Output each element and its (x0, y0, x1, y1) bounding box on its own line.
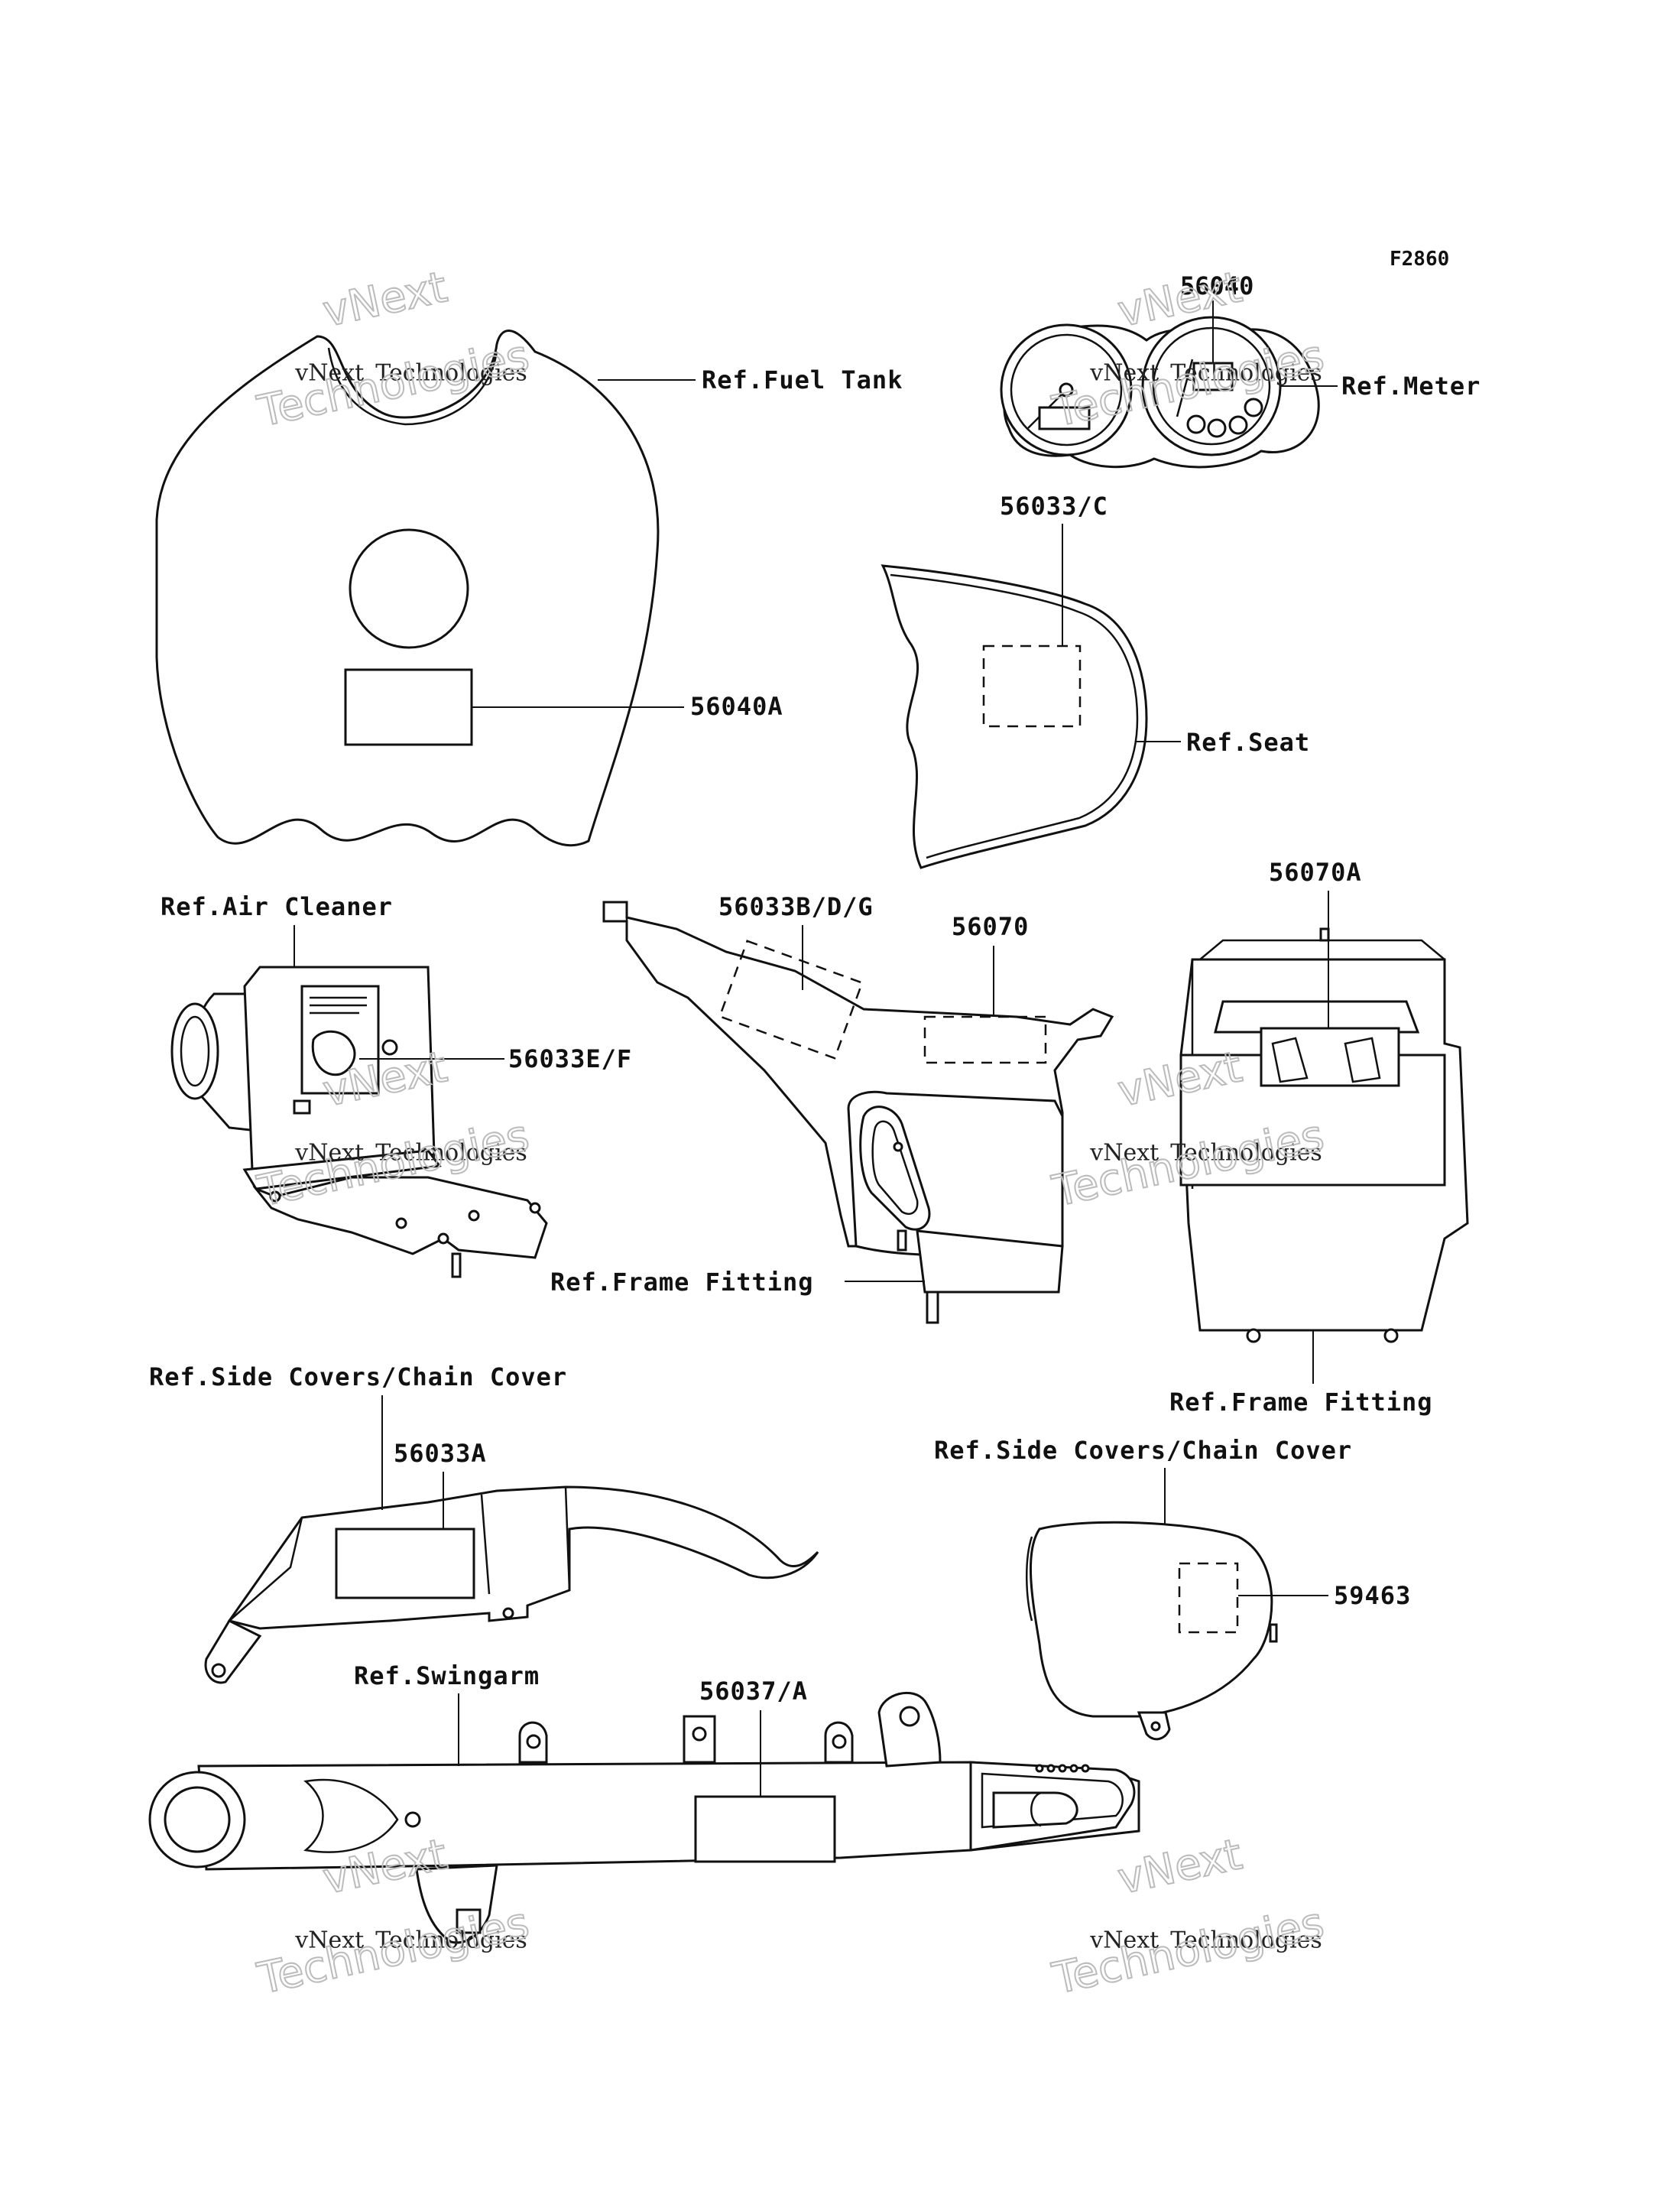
label-ref-swingarm: Ref.Swingarm (354, 1661, 540, 1690)
label-56033C: 56033/C (1000, 492, 1108, 521)
label-56037A: 56037/A (699, 1677, 808, 1706)
svg-text:vNext: vNext (1089, 1139, 1159, 1166)
fuel-tank-part (155, 330, 660, 847)
watermark-6: vNext vNext Technologies Technologies (1047, 1829, 1328, 2005)
label-56070: 56070 (952, 912, 1029, 941)
frame-fitting-center-part (602, 901, 1114, 1324)
label-56070A: 56070A (1269, 858, 1362, 887)
diagram-code: F2860 (1390, 248, 1449, 271)
svg-text:Technologies: Technologies (253, 1898, 533, 2005)
label-ref-fuel-tank: Ref.Fuel Tank (702, 365, 903, 394)
label-56033A: 56033A (394, 1439, 487, 1468)
svg-text:vNext: vNext (1089, 359, 1159, 386)
meter-part (1000, 316, 1320, 469)
svg-text:vNext: vNext (294, 1139, 364, 1166)
label-ref-frame-fitting-2: Ref.Frame Fitting (1169, 1388, 1433, 1417)
svg-text:vNext: vNext (1089, 1927, 1159, 1953)
chain-cover-part (204, 1485, 819, 1684)
svg-text:Technologies: Technologies (375, 1927, 527, 1953)
seat-part (881, 564, 1148, 869)
svg-text:Technologies: Technologies (375, 1139, 527, 1166)
label-ref-side-covers-2: Ref.Side Covers/Chain Cover (934, 1436, 1352, 1465)
label-56033EF: 56033E/F (508, 1044, 632, 1073)
svg-text:Technologies: Technologies (1048, 1898, 1328, 2005)
label-ref-meter: Ref.Meter (1341, 372, 1481, 401)
side-cover-right-part (1025, 1521, 1278, 1741)
label-59463: 59463 (1334, 1581, 1411, 1610)
label-56040: 56040 (1180, 271, 1254, 300)
svg-text:Technologies: Technologies (1170, 359, 1322, 386)
label-ref-seat: Ref.Seat (1186, 728, 1310, 757)
label-ref-frame-fitting-1: Ref.Frame Fitting (550, 1268, 814, 1297)
label-ref-side-covers-1: Ref.Side Covers/Chain Cover (149, 1362, 567, 1391)
air-cleaner-part (170, 966, 548, 1278)
svg-text:vNext: vNext (294, 1927, 364, 1953)
label-56033BDG: 56033B/D/G (718, 892, 874, 921)
label-56040A: 56040A (690, 692, 783, 721)
svg-text:vNext: vNext (1114, 1830, 1247, 1904)
svg-text:Technologies: Technologies (375, 359, 527, 386)
swingarm-part (148, 1691, 1140, 1944)
svg-text:Technologies: Technologies (1170, 1927, 1322, 1953)
svg-text:Technologies: Technologies (1170, 1139, 1322, 1166)
frame-fitting-right-part (1179, 927, 1469, 1343)
svg-text:vNext: vNext (319, 262, 452, 337)
svg-text:vNext: vNext (294, 359, 364, 386)
label-ref-air-cleaner: Ref.Air Cleaner (161, 892, 393, 921)
